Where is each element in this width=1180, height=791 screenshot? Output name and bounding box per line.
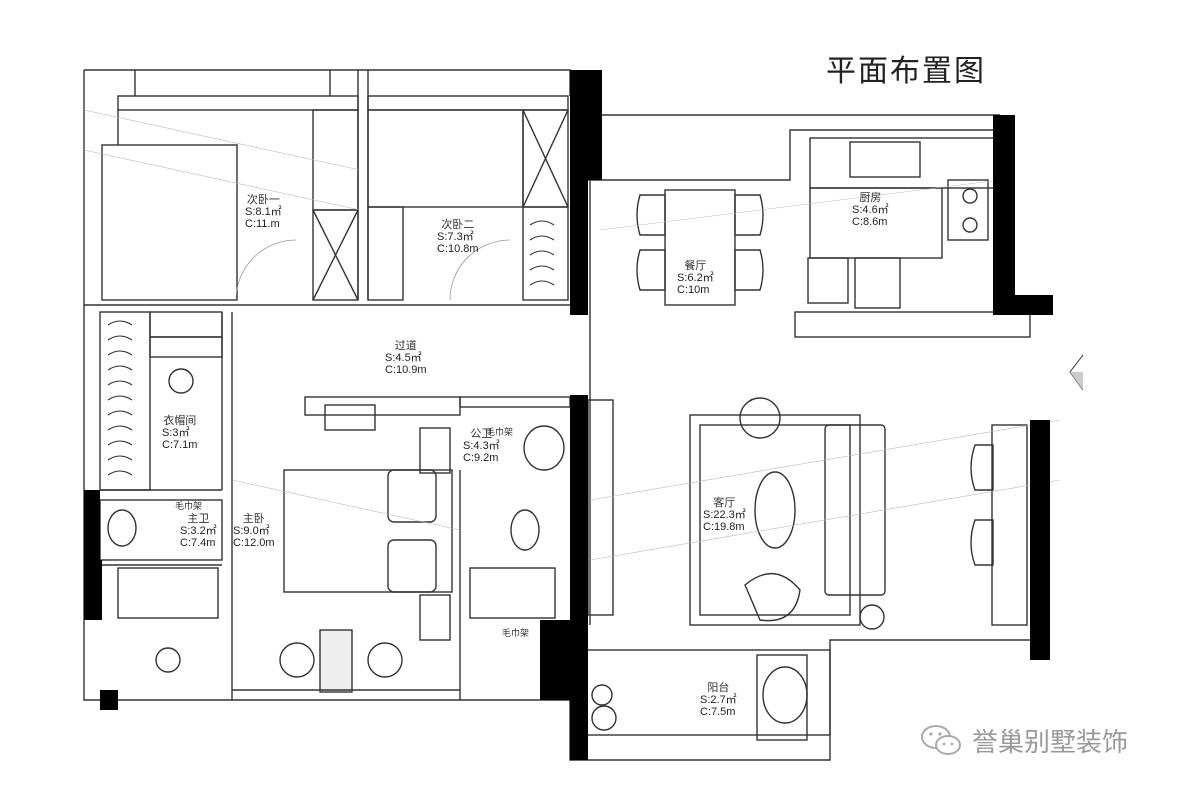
room-perimeter: C:9.2m [463,452,499,464]
towel-rack-label: 毛巾架 [486,428,514,438]
room-area: S:4.3㎡ [463,440,500,452]
room-name: 阳台 [707,682,730,694]
room-perimeter: C:19.8m [703,521,745,533]
room-label-master-bedroom: 主卧 S:9.0㎡ C:12.0m [233,513,275,549]
room-label-balcony: 阳台 S:2.7㎡ C:7.5m [700,682,737,718]
room-name: 衣帽间 [163,415,197,427]
room-name: 次卧一 [246,194,280,206]
room-label-dining: 餐厅 S:6.2㎡ C:10m [677,260,714,296]
room-area: S:3.2㎡ [180,525,217,537]
wechat-icon [921,724,961,755]
room-area: S:9.0㎡ [233,525,270,537]
room-label-corridor: 过道 S:4.5㎡ C:10.9m [385,340,427,376]
room-name: 主卧 [242,513,265,525]
room-area: S:4.6㎡ [852,204,889,216]
room-perimeter: C:10.8m [437,243,479,255]
room-name: 客厅 [713,497,736,509]
room-label-bedroom2: 次卧一 S:8.1㎡ C:11.m [245,194,282,230]
room-name: 过道 [394,340,417,352]
room-perimeter: C:10.9m [385,364,427,376]
room-area: S:6.2㎡ [677,272,714,284]
room-perimeter: C:8.6m [852,216,888,228]
room-label-living: 客厅 S:22.3㎡ C:19.8m [703,497,746,533]
room-label-cloakroom: 衣帽间 S:3㎡ C:7.1m [162,415,197,451]
watermark: 誉巢别墅装饰 [920,722,1128,759]
room-name: 公卫 [470,428,493,440]
room-area: S:8.1㎡ [245,206,282,218]
room-perimeter: C:7.1m [162,439,198,451]
room-label-public-bath: 公卫 S:4.3㎡ C:9.2m [463,428,500,464]
towel-rack-label: 毛巾架 [175,502,203,512]
room-name: 主卫 [187,513,210,525]
room-perimeter: C:7.5m [700,706,736,718]
room-name: 次卧二 [441,219,475,231]
room-perimeter: C:11.m [245,218,280,230]
room-perimeter: C:7.4m [180,537,216,549]
room-area: S:22.3㎡ [703,509,746,521]
room-perimeter: C:10m [677,284,710,296]
towel-rack-label: 毛巾架 [502,629,530,639]
room-name: 餐厅 [684,260,707,272]
room-area: S:4.5㎡ [385,352,422,364]
watermark-text: 誉巢别墅装饰 [972,728,1129,758]
room-area: S:7.3㎡ [437,231,474,243]
room-area: S:2.7㎡ [700,694,737,706]
room-perimeter: C:12.0m [233,537,275,549]
plan-title: 平面布置图 [826,54,986,89]
room-area: S:3㎡ [162,427,190,439]
room-label-kitchen: 厨房 S:4.6㎡ C:8.6m [852,192,889,228]
room-name: 厨房 [859,192,882,204]
room-label-bedroom3: 次卧二 S:7.3㎡ C:10.8m [437,219,479,255]
room-label-master-bath: 主卫 S:3.2㎡ C:7.4m [180,513,217,549]
